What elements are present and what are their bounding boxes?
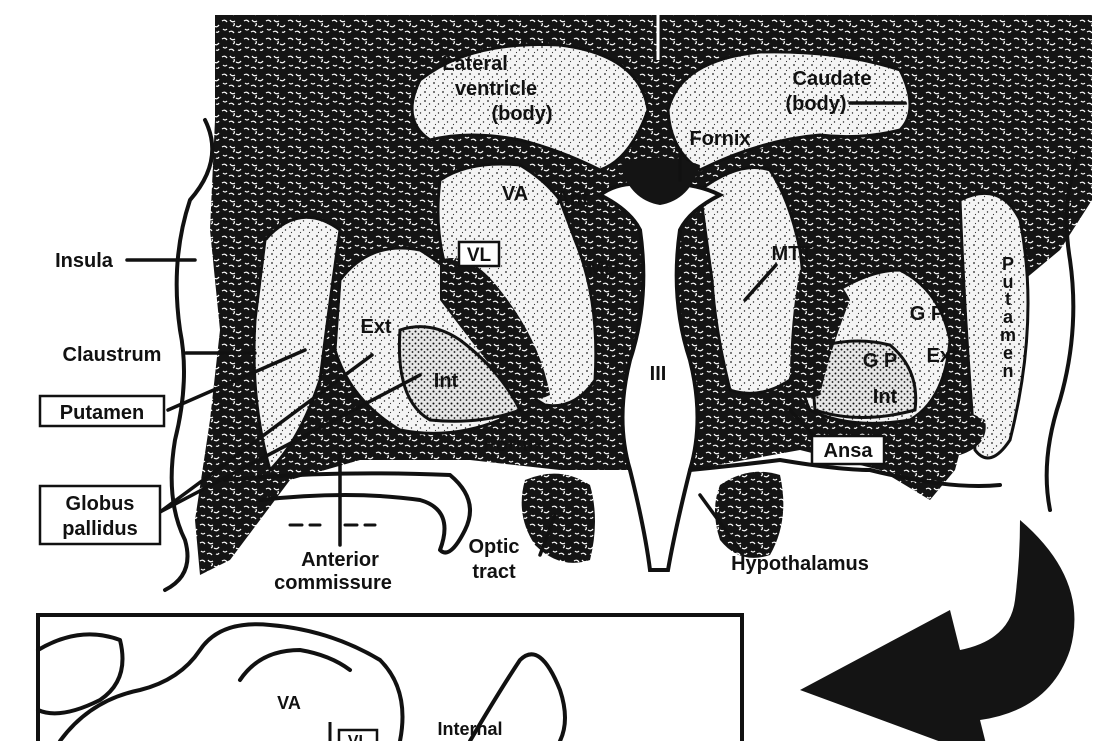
putamen-right-letter: a bbox=[1003, 307, 1014, 327]
label-lateral-ventricle-3: (body) bbox=[491, 103, 552, 125]
label-vl-box bbox=[457, 240, 501, 268]
internal-capsule bbox=[440, 258, 850, 399]
label-ext-right: Ext bbox=[926, 345, 957, 367]
putamen-right-letter: u bbox=[1003, 272, 1014, 292]
label-optic-tract-2: tract bbox=[472, 561, 516, 583]
hypothalamic-region bbox=[325, 390, 986, 563]
label-fornix-bottom: Fornix bbox=[483, 434, 544, 456]
inset-label-internal: Internal bbox=[437, 719, 502, 739]
label-int-left: Int bbox=[434, 370, 459, 392]
label-claustrum: Claustrum bbox=[63, 344, 162, 366]
striatum-and-thalamus bbox=[252, 162, 1030, 473]
label-putamen-left: Putamen bbox=[60, 402, 144, 424]
curved-arrow-icon bbox=[800, 520, 1075, 741]
label-ext-left: Ext bbox=[360, 316, 391, 338]
label-caudate-1: Caudate bbox=[793, 68, 872, 90]
label-gp-upper: G P bbox=[910, 303, 944, 325]
inset-label-vl-box bbox=[337, 728, 379, 741]
label-anterior-commissure-1: Anterior bbox=[301, 549, 379, 571]
label-anterior-commissure-2: commissure bbox=[274, 572, 392, 594]
label-insula: Insula bbox=[55, 250, 114, 272]
inset-label-va: VA bbox=[277, 693, 301, 713]
pointer-lines bbox=[125, 101, 907, 557]
putamen-right-letter: n bbox=[1003, 361, 1014, 381]
label-md: MD bbox=[587, 258, 618, 280]
label-mtt: MTT bbox=[771, 243, 812, 265]
inset-label-vl: VL bbox=[348, 733, 369, 741]
label-optic-tract-1: Optic bbox=[468, 536, 519, 558]
label-int-right: Int bbox=[873, 386, 898, 408]
label-fornix-top: Fornix bbox=[689, 128, 750, 150]
label-globus-pallidus-1: Globus bbox=[66, 493, 135, 515]
label-ansa-box bbox=[810, 434, 886, 466]
label-gp-lower: G P bbox=[863, 350, 897, 372]
label-hypothalamus: Hypothalamus bbox=[731, 553, 869, 575]
contours bbox=[163, 118, 1082, 592]
label-third-ventricle: III bbox=[650, 363, 667, 385]
label-globus-pallidus-2: pallidus bbox=[62, 518, 138, 540]
label-globus-pallidus-box bbox=[38, 484, 162, 546]
putamen-right-letter: P bbox=[1002, 254, 1014, 274]
label-putamen-right: P u t a m e n bbox=[1000, 254, 1016, 381]
labels: Lateral ventricle (body) Caudate (body) … bbox=[38, 53, 1016, 741]
lateral-ventricles bbox=[410, 42, 912, 172]
putamen-right-letter: t bbox=[1005, 289, 1011, 309]
label-lateral-ventricle-2: ventricle bbox=[455, 78, 537, 100]
label-ant: Ant bbox=[555, 188, 589, 210]
label-caudate-2: (body) bbox=[785, 93, 846, 115]
label-va: VA bbox=[502, 183, 528, 205]
third-ventricle bbox=[596, 181, 725, 572]
label-ansa: Ansa bbox=[824, 440, 874, 462]
putamen-right-letter: m bbox=[1000, 325, 1016, 345]
label-putamen-left-box bbox=[38, 394, 166, 428]
label-lateral-ventricle-1: Lateral bbox=[442, 53, 508, 75]
label-vl: VL bbox=[467, 245, 492, 266]
inset-panel bbox=[36, 613, 744, 741]
putamen-right-letter: e bbox=[1003, 343, 1013, 363]
